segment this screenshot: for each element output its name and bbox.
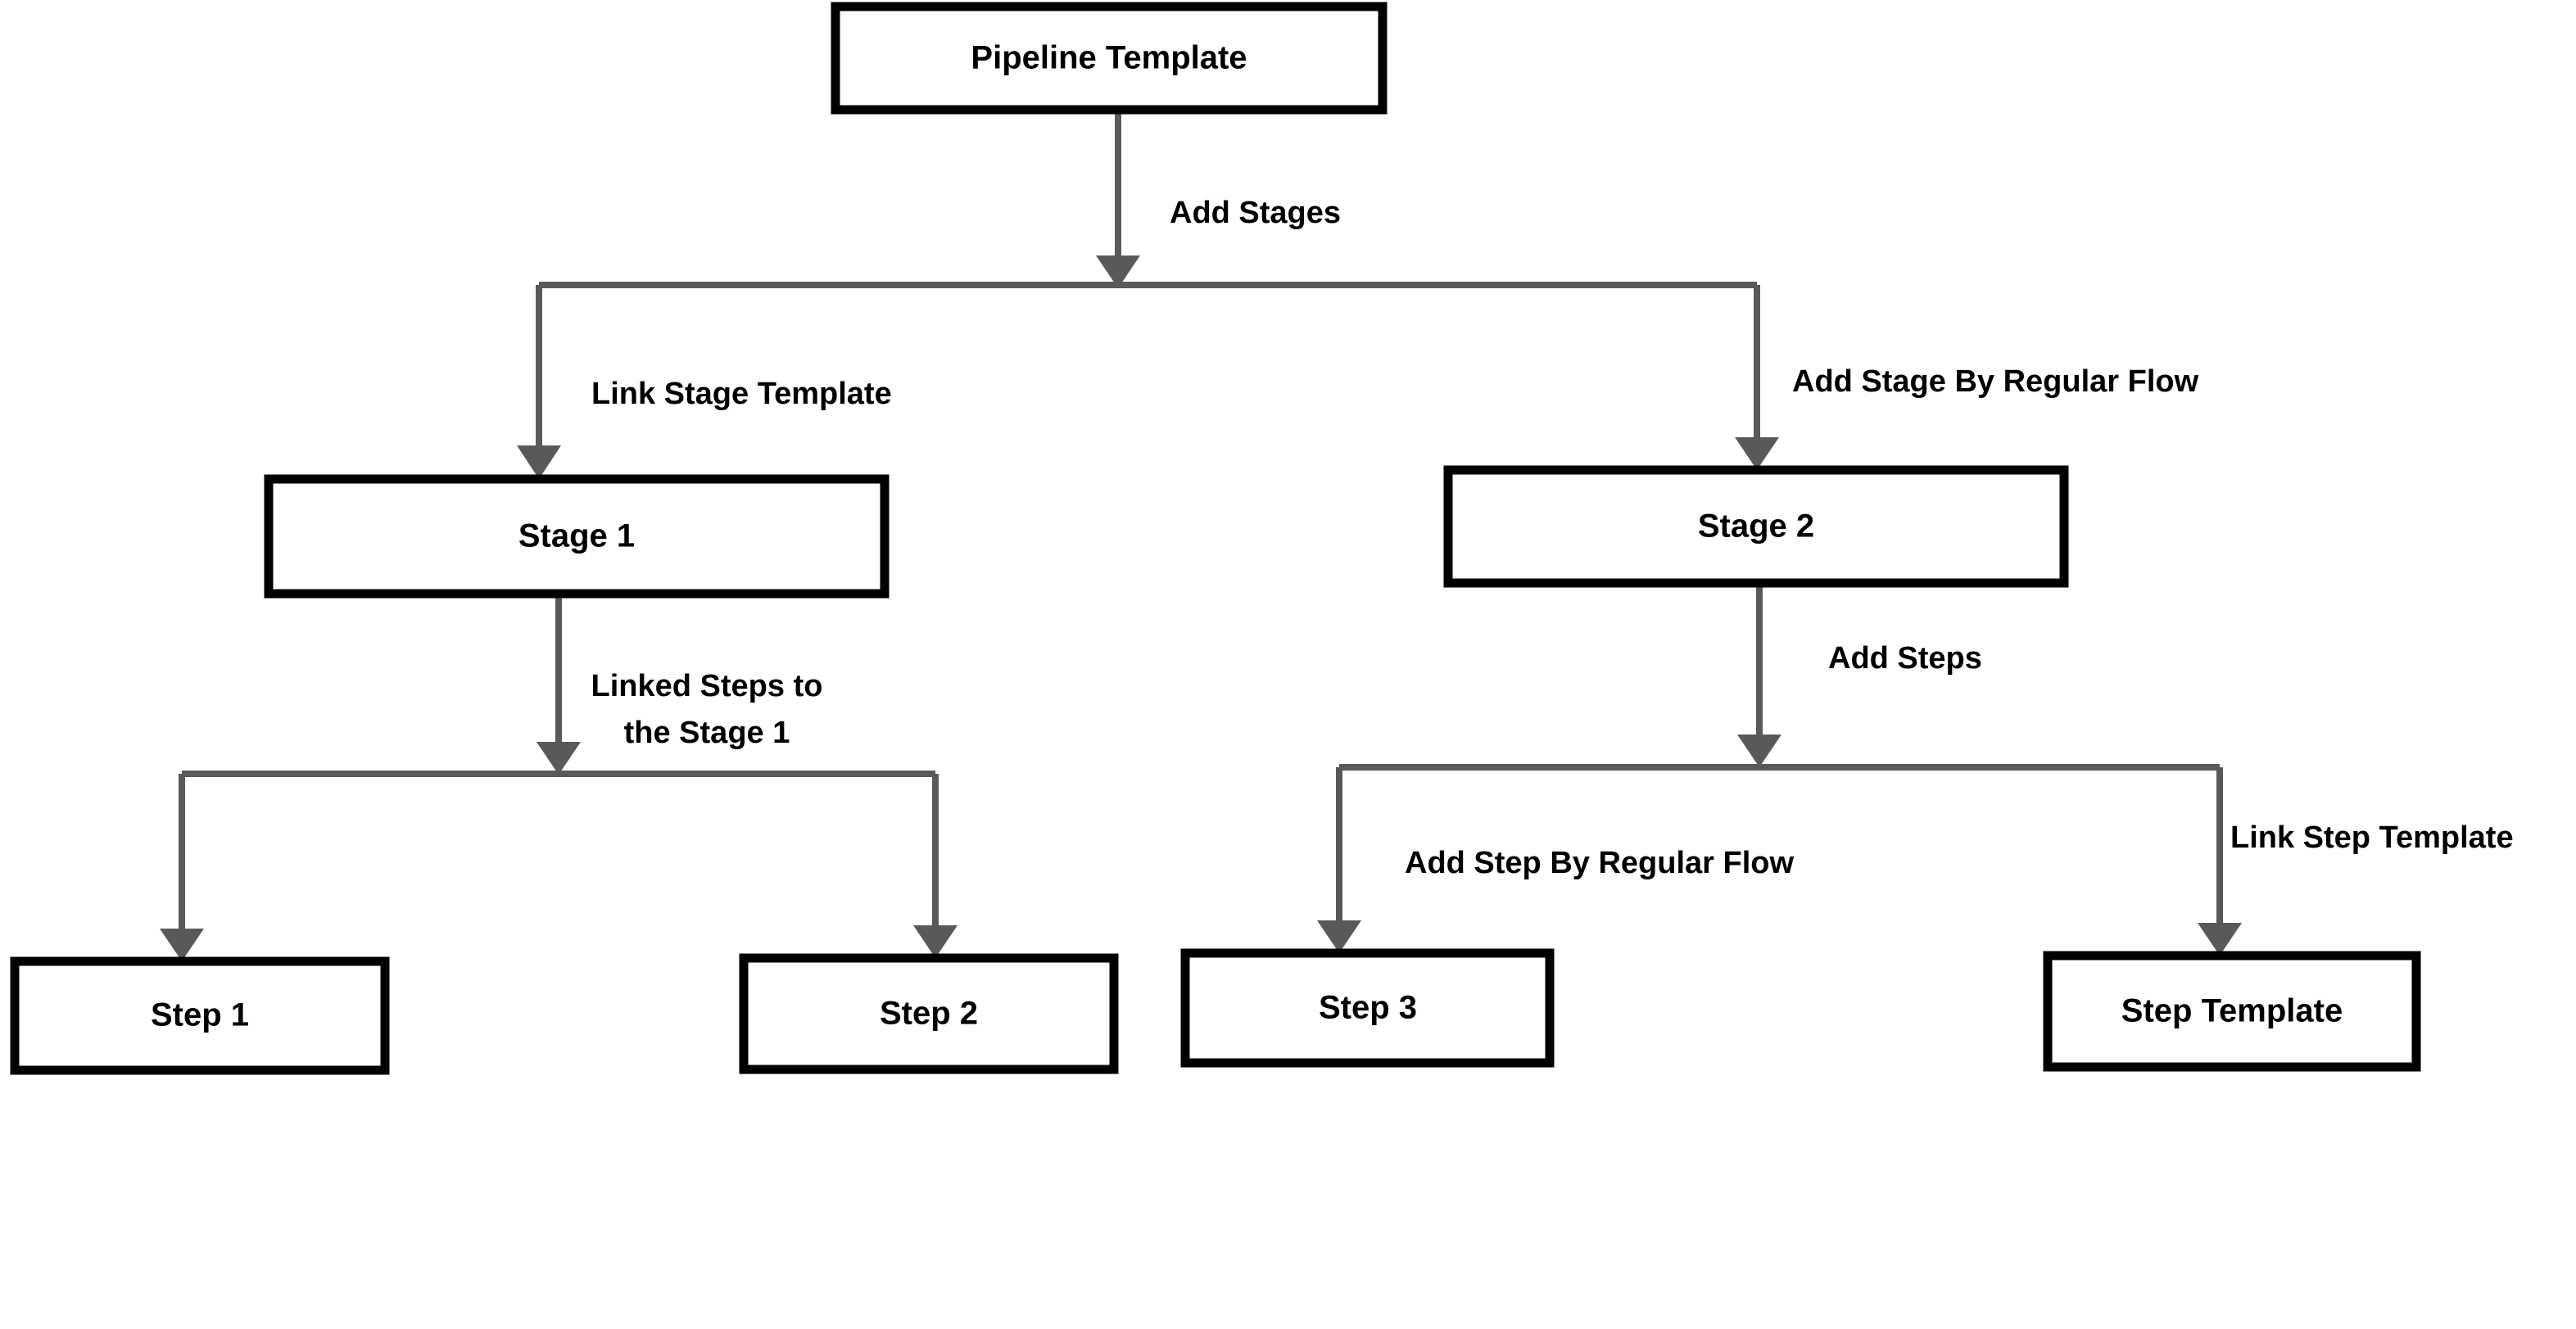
node-stage-1-label: Stage 1 (518, 518, 635, 554)
node-stage-1-box[interactable] (264, 474, 890, 599)
node-step-template[interactable]: Step Template (2043, 951, 2421, 1072)
edge-label-add-stages: Add Stages (1170, 196, 1341, 230)
edge-add-stage-by-regular-flow (1735, 285, 1779, 470)
node-step-template-box[interactable] (2043, 951, 2421, 1072)
edge-link-stage-template-arrowhead (517, 445, 561, 479)
edge-linked-steps-arrowhead (536, 742, 581, 775)
edge-label-add-stage-by-regular-flow: Add Stage By Regular Flow (1792, 364, 2199, 399)
node-step-1-box[interactable] (10, 956, 390, 1075)
node-step-1-label: Step 1 (151, 997, 249, 1033)
node-pipeline-template-label: Pipeline Template (971, 40, 1247, 76)
edge-label-linked-steps-to-the-stage-1: Linked Steps to the Stage 1 (591, 669, 823, 750)
edge-label-link-stage-template: Link Stage Template (591, 377, 892, 411)
edge-add-stages-arrowhead (1096, 255, 1140, 288)
edge-stage-1-to-step-2-arrowhead (913, 925, 958, 958)
edge-add-step-by-regular-flow (1317, 767, 1361, 953)
node-stage-1[interactable]: Stage 1 (264, 474, 890, 599)
edge-label-link-step-template: Link Step Template (2230, 820, 2514, 855)
edge-add-stage-by-regular-flow-arrowhead (1735, 437, 1779, 470)
edge-label-linked-steps-line-1: Linked Steps to (591, 669, 823, 703)
node-step-template-label: Step Template (2121, 993, 2343, 1029)
edge-stage-1-to-step-1-arrowhead (160, 929, 204, 961)
node-step-1[interactable]: Step 1 (10, 956, 390, 1075)
edge-link-stage-template (517, 285, 561, 479)
node-step-2-label: Step 2 (880, 996, 978, 1032)
edge-add-stages (539, 110, 1757, 288)
node-stage-2[interactable]: Stage 2 (1443, 465, 2069, 588)
edge-linked-steps-to-the-stage-1 (182, 596, 935, 777)
edge-label-linked-steps-line-2: the Stage 1 (624, 716, 790, 750)
edge-add-step-by-regular-flow-arrowhead (1317, 920, 1361, 953)
edge-add-steps-arrowhead (1737, 735, 1781, 767)
node-stage-2-label: Stage 2 (1698, 509, 1814, 545)
node-pipeline-template-box[interactable] (831, 2, 1388, 115)
node-step-3-label: Step 3 (1319, 990, 1417, 1026)
edge-stage-1-to-step-2 (913, 774, 958, 958)
node-step-3[interactable]: Step 3 (1180, 948, 1555, 1068)
edge-label-add-steps: Add Steps (1828, 641, 1982, 676)
edge-link-step-template-arrowhead (2198, 923, 2242, 956)
edge-label-add-step-by-regular-flow: Add Step By Regular Flow (1405, 846, 1794, 880)
edge-link-step-template (2198, 767, 2242, 956)
node-pipeline-template[interactable]: Pipeline Template (831, 2, 1388, 115)
node-step-3-box[interactable] (1180, 948, 1555, 1068)
node-stage-2-box[interactable] (1443, 465, 2069, 588)
node-step-2-box[interactable] (739, 953, 1119, 1074)
edge-add-steps (1339, 583, 2220, 771)
edge-stage-1-to-step-1 (160, 774, 204, 961)
node-step-2[interactable]: Step 2 (739, 953, 1119, 1074)
